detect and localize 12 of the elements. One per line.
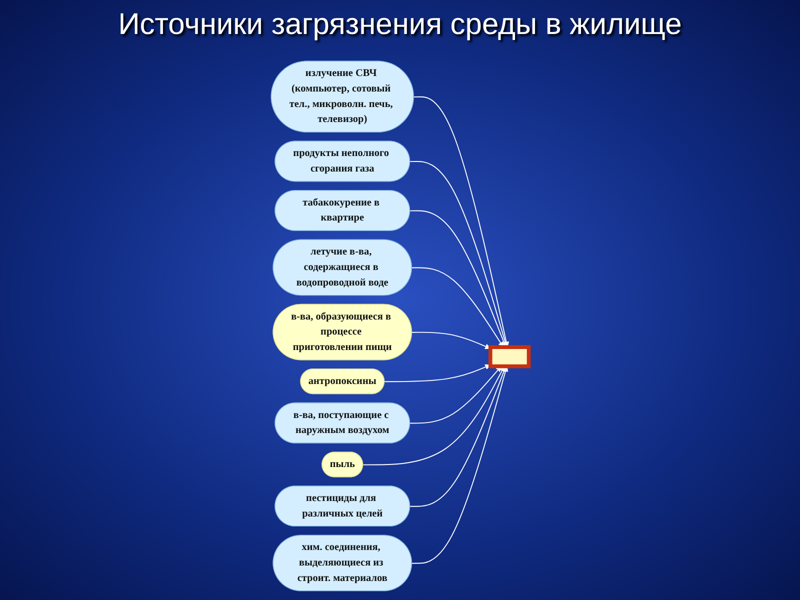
arrow — [410, 161, 508, 348]
arrow — [412, 332, 491, 350]
title: Источники загрязнения среды в жилище — [117, 8, 683, 42]
arrow — [412, 267, 504, 348]
node-box — [488, 345, 531, 368]
arrow — [410, 366, 507, 507]
arrow — [410, 210, 507, 348]
arrow — [412, 366, 508, 564]
arrow — [414, 96, 510, 348]
arrow — [362, 366, 505, 466]
arrow — [384, 364, 491, 382]
arrow — [410, 366, 502, 424]
